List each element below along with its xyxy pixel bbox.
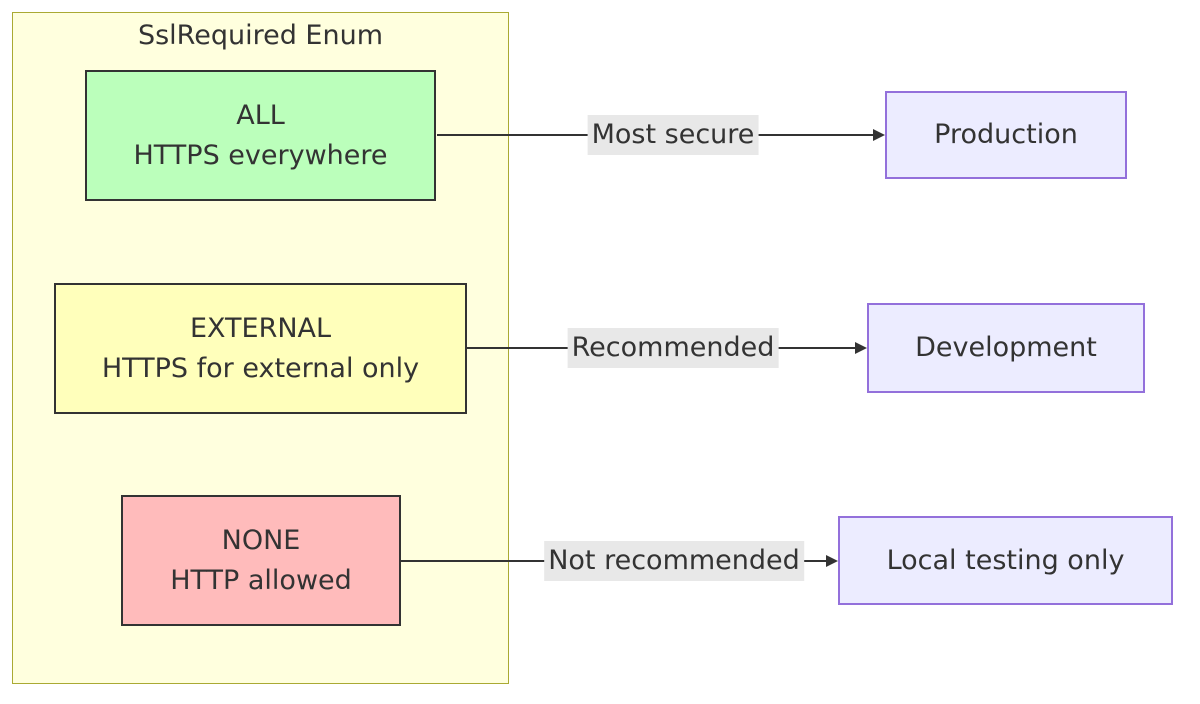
node-production-label: Production <box>934 119 1078 150</box>
enum-node-all-value: ALL <box>236 99 285 131</box>
enum-node-external: EXTERNAL HTTPS for external only <box>54 283 467 414</box>
arrow-head-icon <box>873 129 885 141</box>
ssl-enum-group: SslRequired Enum ALL HTTPS everywhere EX… <box>12 12 509 684</box>
enum-node-external-value: EXTERNAL <box>189 312 332 344</box>
edge-most-secure-label: Most secure <box>587 115 759 155</box>
node-development: Development <box>867 303 1145 393</box>
node-local-testing: Local testing only <box>838 516 1173 605</box>
arrow-head-icon <box>855 342 867 354</box>
enum-node-external-description: HTTPS for external only <box>101 352 420 384</box>
edge-recommended-label: Recommended <box>567 328 779 368</box>
enum-node-none: NONE HTTP allowed <box>121 495 401 626</box>
ssl-enum-group-title: SslRequired Enum <box>137 20 384 51</box>
node-development-label: Development <box>915 332 1097 363</box>
enum-node-all-description: HTTPS everywhere <box>133 139 388 171</box>
enum-node-all: ALL HTTPS everywhere <box>85 70 436 201</box>
enum-node-none-value: NONE <box>221 524 301 556</box>
enum-node-none-description: HTTP allowed <box>170 564 352 596</box>
arrow-head-icon <box>826 555 838 567</box>
edge-not-recommended-label: Not recommended <box>544 541 804 581</box>
node-local-testing-label: Local testing only <box>886 544 1125 576</box>
node-production: Production <box>885 91 1127 179</box>
